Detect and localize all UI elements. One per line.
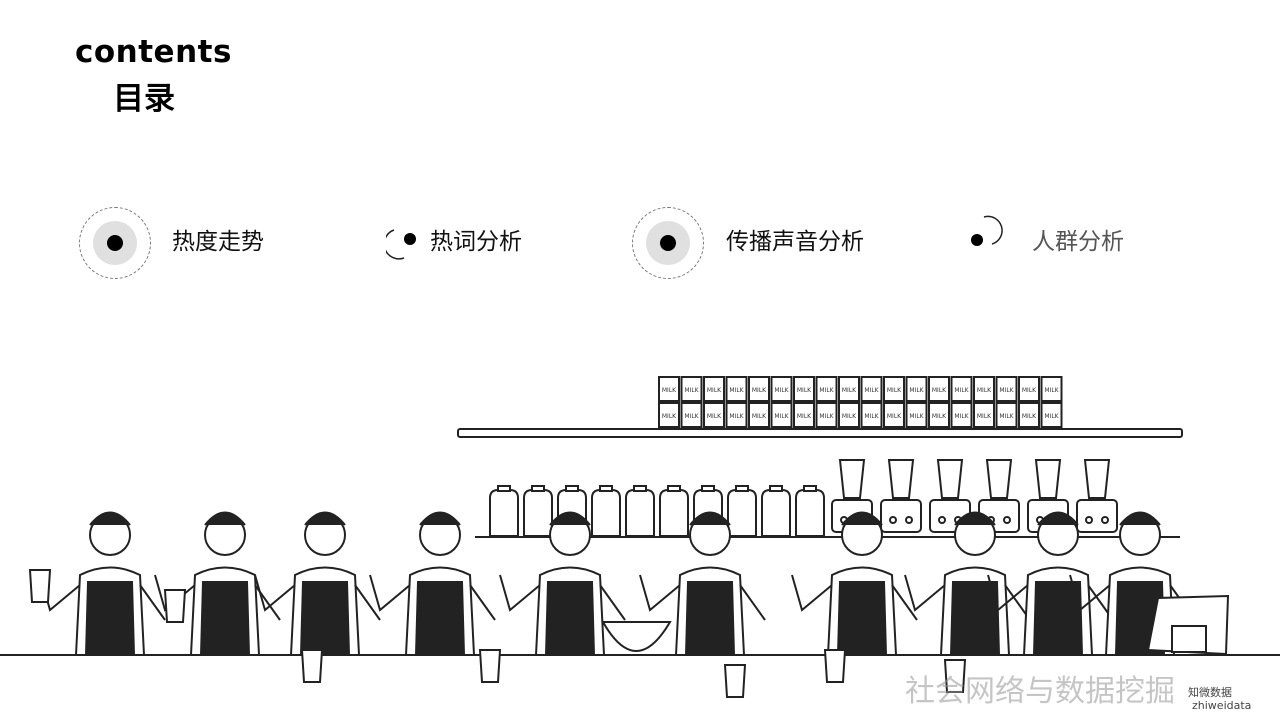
watermark-text: 社会网络与数据挖掘 (905, 674, 1175, 709)
svg-text:MILK: MILK (909, 413, 924, 420)
svg-text:MILK: MILK (864, 387, 879, 394)
menu-item-hot-words[interactable]: 热词分析 (430, 229, 522, 255)
svg-text:MILK: MILK (729, 413, 744, 420)
svg-text:MILK: MILK (774, 387, 789, 394)
svg-text:MILK: MILK (707, 387, 722, 394)
svg-text:MILK: MILK (954, 413, 969, 420)
cafe-workers-illustration: MILK MILK MILK MILK MILK MILK MILK MILK MILK MILK… (0, 376, 1280, 698)
svg-text:MILK: MILK (977, 413, 992, 420)
svg-text:MILK: MILK (932, 387, 947, 394)
watermark-brand-en: zhiweidata (1192, 699, 1252, 712)
svg-text:MILK: MILK (1044, 387, 1059, 394)
svg-text:MILK: MILK (954, 387, 969, 394)
svg-text:MILK: MILK (662, 387, 677, 394)
svg-text:MILK: MILK (752, 387, 767, 394)
svg-text:MILK: MILK (684, 387, 699, 394)
bullet-ring-icon (79, 207, 151, 279)
svg-text:MILK: MILK (999, 387, 1014, 394)
svg-text:MILK: MILK (707, 413, 722, 420)
page-title-en: contents (75, 34, 232, 70)
svg-text:MILK: MILK (887, 387, 902, 394)
svg-text:MILK: MILK (662, 413, 677, 420)
svg-text:MILK: MILK (932, 413, 947, 420)
svg-text:MILK: MILK (977, 387, 992, 394)
bullet-arc-icon (386, 229, 416, 260)
bullet-arc-icon (971, 215, 1003, 246)
svg-text:MILK: MILK (1022, 387, 1037, 394)
svg-text:MILK: MILK (842, 413, 857, 420)
menu-item-audience[interactable]: 人群分析 (1032, 229, 1124, 255)
svg-text:MILK: MILK (819, 413, 834, 420)
svg-text:MILK: MILK (684, 413, 699, 420)
menu-item-propagation[interactable]: 传播声音分析 (726, 229, 864, 255)
svg-text:MILK: MILK (797, 413, 812, 420)
menu-item-heat-trend[interactable]: 热度走势 (172, 229, 264, 255)
svg-text:MILK: MILK (887, 413, 902, 420)
svg-text:MILK: MILK (1044, 413, 1059, 420)
svg-text:MILK: MILK (774, 413, 789, 420)
svg-text:MILK: MILK (819, 387, 834, 394)
svg-text:MILK: MILK (999, 413, 1014, 420)
svg-text:MILK: MILK (1022, 413, 1037, 420)
page-title-zh: 目录 (113, 81, 175, 117)
svg-text:MILK: MILK (864, 413, 879, 420)
watermark-brand: 知微数据 (1188, 686, 1232, 699)
svg-text:MILK: MILK (909, 387, 924, 394)
svg-text:MILK: MILK (729, 387, 744, 394)
bullet-ring-icon (632, 207, 704, 279)
svg-text:MILK: MILK (752, 413, 767, 420)
svg-text:MILK: MILK (797, 387, 812, 394)
svg-text:MILK: MILK (842, 387, 857, 394)
